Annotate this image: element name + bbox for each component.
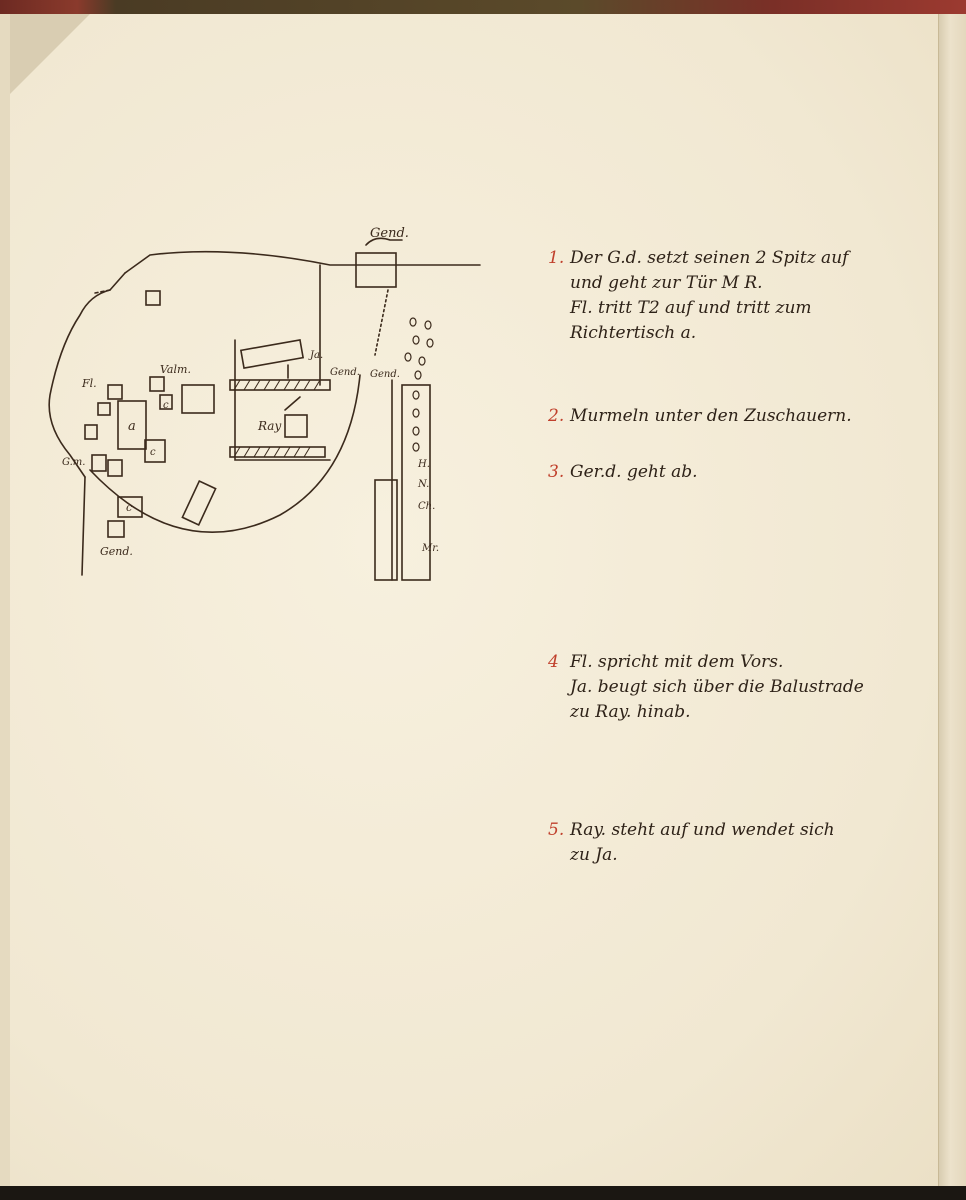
sketch-lower-wall bbox=[81, 476, 86, 576]
sketch-label-gend-top: Gend. bbox=[370, 226, 409, 241]
sketch-chair-2 bbox=[159, 394, 173, 410]
sketch-door-arrow bbox=[365, 237, 403, 246]
sketch-table-c2 bbox=[144, 439, 166, 463]
note-line: zu Ja. bbox=[570, 845, 618, 865]
sketch-label-c2: c bbox=[150, 447, 156, 458]
note-line: Ray. steht auf und wendet sich bbox=[570, 820, 835, 840]
sketch-slanted-bench bbox=[181, 480, 217, 526]
sketch-chair-1 bbox=[149, 376, 165, 392]
sketch-arc bbox=[89, 374, 361, 533]
note-line: Murmeln unter den Zuschauern. bbox=[570, 406, 852, 426]
sketch-audience bbox=[404, 317, 434, 452]
manuscript-page bbox=[10, 14, 938, 1186]
sketch-label-h: H. bbox=[417, 459, 430, 470]
sketch-ray-seat bbox=[284, 414, 308, 438]
sketch-label-mr: Mr. bbox=[421, 543, 439, 554]
page-corner-fold bbox=[10, 14, 90, 94]
sketch-label-gend-bottom: Gend. bbox=[100, 545, 133, 558]
sketch-path-dash bbox=[374, 289, 389, 356]
sketch-door bbox=[355, 252, 397, 288]
sketch-chair-5 bbox=[84, 424, 98, 440]
sketch-table-a bbox=[117, 400, 147, 450]
sketch-wall-jog bbox=[109, 272, 126, 291]
stage-sketch: Gend. Valm. Fl. a c c c G.m. Gend. Ja. R… bbox=[48, 226, 481, 581]
sketch-box-top bbox=[145, 290, 161, 306]
sketch-label-a: a bbox=[128, 419, 136, 434]
note-line: und geht zur Tür M R. bbox=[570, 273, 763, 293]
note-line: Fl. tritt T2 auf und tritt zum bbox=[570, 298, 812, 318]
sketch-label-ja: Ja. bbox=[308, 350, 323, 361]
sketch-hatching bbox=[233, 379, 321, 458]
note-number: 2. bbox=[548, 406, 565, 426]
sketch-label-c1: c bbox=[163, 400, 169, 411]
note-number: 4 bbox=[548, 652, 559, 672]
note-5: 5.Ray. steht auf und wendet sich zu Ja. bbox=[548, 818, 934, 868]
sketch-ja-table bbox=[239, 339, 305, 369]
note-1: 1.Der G.d. setzt seinen 2 Spitz auf und … bbox=[548, 246, 934, 346]
note-line: Richtertisch a. bbox=[570, 323, 697, 343]
sketch-bench-left bbox=[374, 479, 398, 581]
sketch-label-c3: c bbox=[126, 501, 132, 514]
sketch-label-ray: Ray bbox=[257, 419, 281, 433]
sketch-label-gend-mid: Gend. bbox=[330, 367, 360, 378]
sketch-label-gm: G.m. bbox=[62, 457, 85, 468]
sketch-left-wall bbox=[48, 289, 111, 478]
note-number: 5. bbox=[548, 820, 565, 840]
sketch-label-n: N. bbox=[417, 479, 429, 490]
sketch-label-ch: Ch. bbox=[418, 501, 435, 512]
sketch-ray-arrow bbox=[284, 396, 301, 411]
note-line: Der G.d. setzt seinen 2 Spitz auf bbox=[570, 248, 849, 268]
note-2: 2.Murmeln unter den Zuschauern. bbox=[548, 404, 934, 429]
sketch-chair-8 bbox=[107, 520, 125, 538]
note-line: Ger.d. geht ab. bbox=[570, 462, 698, 482]
sketch-label-valm: Valm. bbox=[160, 363, 191, 376]
sketch-table-c3 bbox=[117, 496, 143, 518]
note-number: 3. bbox=[548, 462, 565, 482]
note-4: 4 Fl. spricht mit dem Vors. Ja. beugt sic… bbox=[548, 650, 934, 725]
sketch-chair-7 bbox=[107, 459, 123, 477]
sketch-chair-3 bbox=[107, 384, 123, 400]
sketch-top-wall bbox=[124, 250, 481, 274]
sketch-chair-4 bbox=[97, 402, 111, 416]
note-line: Fl. spricht mit dem Vors. bbox=[570, 652, 784, 672]
sketch-label-fl: Fl. bbox=[81, 377, 97, 390]
sketch-lower-rail bbox=[229, 446, 326, 458]
book-binding-top bbox=[0, 0, 966, 14]
note-line: zu Ray. hinab. bbox=[570, 702, 691, 722]
note-line: Ja. beugt sich über die Balustrade bbox=[570, 677, 864, 697]
note-number: 1. bbox=[548, 248, 565, 268]
sketch-bench-right bbox=[401, 384, 431, 581]
sketch-dash bbox=[94, 289, 111, 294]
sketch-bench bbox=[181, 384, 215, 414]
note-3: 3.Ger.d. geht ab. bbox=[548, 460, 934, 485]
sketch-chair-6 bbox=[91, 454, 107, 472]
page-right-edge bbox=[938, 14, 966, 1186]
sketch-label-gend-mid2: Gend. bbox=[370, 369, 400, 380]
